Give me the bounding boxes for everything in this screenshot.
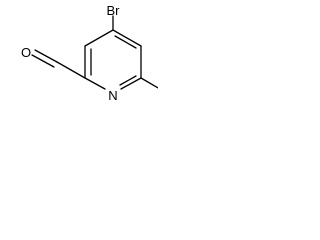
pyridine-ring [84, 29, 142, 90]
bond-c4-c5-inner [114, 35, 137, 49]
atom-label-oxygen: O [21, 45, 31, 60]
bond-aldehyde-co-double [31, 54, 55, 68]
atom-label-bromine: Br [107, 3, 121, 18]
bond-c3-c4 [84, 29, 114, 47]
bond-c4-c5 [112, 29, 142, 47]
bond-n1-c2 [84, 77, 106, 90]
atom-label-nitrogen: N [108, 88, 117, 103]
bond-c6-methyl [140, 77, 158, 89]
bond-c2-aldehyde-carbon [56, 61, 86, 79]
bond-c6-n1-inner [119, 75, 137, 86]
chemical-structure: Br N O [21, 3, 158, 103]
bond-c6-n1 [120, 77, 142, 90]
bond-aldehyde-co [34, 49, 58, 63]
